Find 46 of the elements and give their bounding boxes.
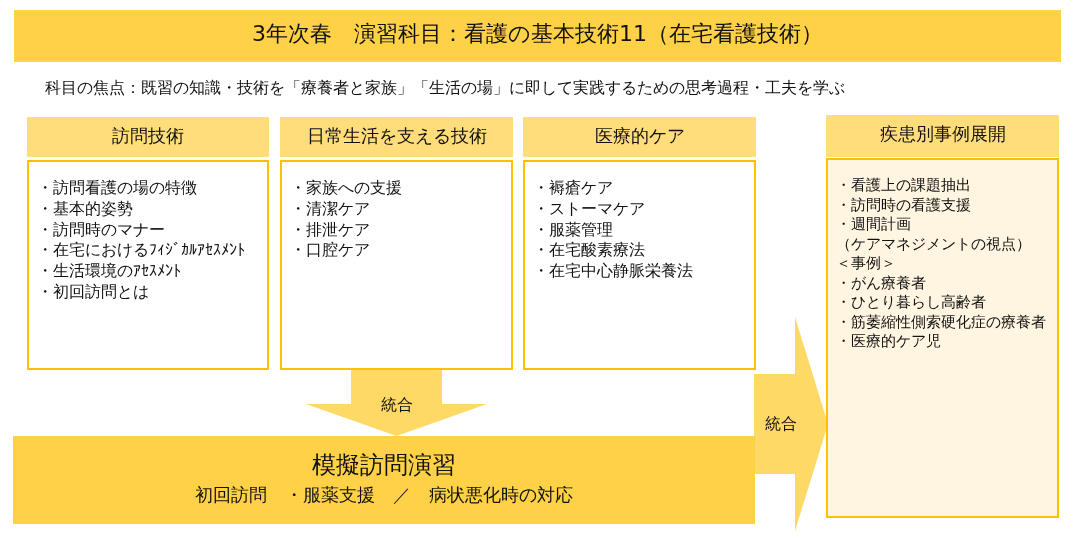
list-item: ・がん療養者 [836,273,927,293]
exercise-box [13,436,755,524]
list-box [523,160,756,370]
list-item: ・服薬管理 [533,219,614,241]
heading-band [826,115,1059,157]
title-bar [14,10,1061,62]
edge-label: 統合 [381,394,413,416]
heading-band [280,117,513,157]
box-subtitle: 初回訪問 ・服薬支援 ／ 病状悪化時の対応 [194,483,574,507]
list-item: ・基本的姿勢 [37,198,134,220]
list-item: ・在宅中心静脈栄養法 [533,261,694,282]
list-item: ＜事例＞ [836,254,897,274]
column-heading: 訪問技術 [111,124,185,148]
list-box [826,158,1059,518]
list-item: ・看護上の課題抽出 [836,176,972,196]
heading-band [27,117,269,157]
list-item: ・訪問時のマナー [37,219,166,241]
list-item: ・家族への支援 [290,178,403,199]
column-heading: 疾患別事例展開 [878,122,1007,146]
list-box [280,160,513,370]
list-item: ・訪問時の看護支援 [836,195,972,215]
list-item: ・医療的ケア児 [836,332,942,352]
column-heading: 医療的ケア [593,124,686,148]
list-item: ・生活環境のｱｾｽﾒﾝﾄ [37,261,182,282]
list-item: ・ひとり暮らし高齢者 [836,293,987,313]
block-arrow [306,370,487,436]
list-item: ・清潔ケア [290,198,371,220]
list-item: ・排泄ケア [290,219,371,241]
edge-label: 統合 [765,413,797,435]
list-item: ・在宅酸素療法 [533,240,646,262]
box-heading: 模擬訪問演習 [311,450,457,481]
list-item: ・ストーマケア [533,198,646,220]
list-item: ・週間計画 [836,215,912,235]
list-item: ・初回訪問とは [37,282,150,303]
list-item: ・筋萎縮性側索硬化症の療養者 [836,312,1047,332]
list-item: （ケアマネジメントの視点） [836,234,1032,254]
list-item: ・褥瘡ケア [533,178,614,199]
column-heading: 日常生活を支える技術 [305,124,488,148]
focus-note: 科目の焦点：既習の知識・技術を「療養者と家族」「生活の場」に即して実践するための思考過程・工夫を学ぶ [45,78,845,99]
title-text: 3年次春 演習科目：看護の基本技術11（在宅看護技術） [251,20,824,48]
list-item: ・訪問看護の場の特徴 [37,178,198,199]
list-item: ・在宅におけるﾌｨｼﾞｶﾙｱｾｽﾒﾝﾄ [37,240,246,262]
block-arrow [754,317,828,531]
list-box [27,160,269,370]
heading-band [523,117,756,157]
list-item: ・口腔ケア [290,240,371,262]
